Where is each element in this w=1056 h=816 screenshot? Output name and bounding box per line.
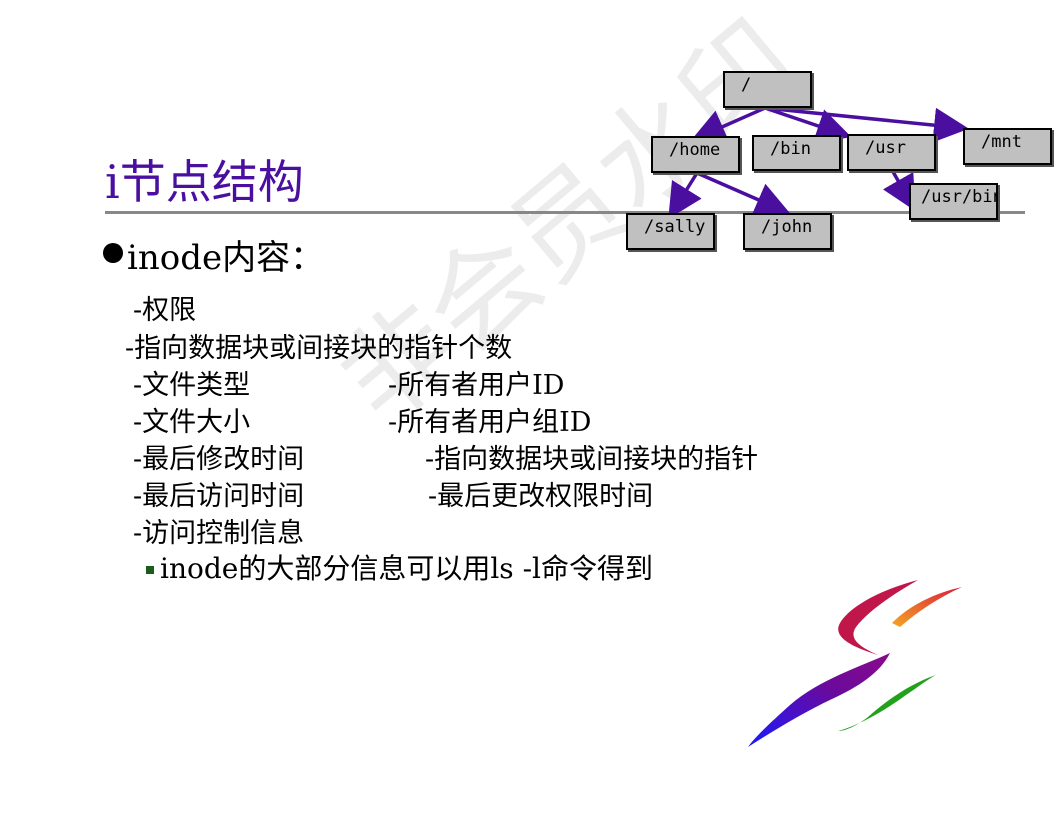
main-bullet: inode内容：	[127, 238, 325, 278]
item-block-pointers: -指向数据块或间接块的指针	[425, 444, 759, 475]
arrow-root-home	[690, 106, 766, 143]
item-ctime: -最后更改权限时间	[428, 481, 654, 512]
item-atime: -最后访问时间	[133, 481, 305, 512]
item-mtime: -最后修改时间	[133, 444, 305, 475]
tree-node-usr: /usr	[847, 134, 936, 171]
tree-node-mnt: /mnt	[963, 128, 1052, 165]
item-owner-uid: -所有者用户ID	[388, 370, 565, 401]
arrow-home-sally	[668, 172, 702, 219]
arrow-root-mnt	[764, 106, 969, 143]
item-permission: -权限	[133, 295, 197, 326]
item-pointer-count: -指向数据块或间接块的指针个数	[125, 333, 513, 364]
slide-title: i节点结构	[105, 155, 304, 209]
tree-node-usr-bin: /usr/bin	[909, 183, 998, 220]
tree-node-john: /john	[743, 213, 832, 250]
tree-node-home: /home	[651, 136, 740, 173]
tree-node-bin: /bin	[752, 135, 841, 171]
title-divider	[105, 211, 1025, 214]
bullet-icon	[103, 243, 123, 263]
item-file-type: -文件类型	[133, 370, 251, 401]
note-bullet-icon	[146, 566, 154, 574]
tree-node-root: /	[723, 71, 812, 108]
note-text: inode的大部分信息可以用ls -l命令得到	[160, 552, 653, 585]
arrow-home-john	[696, 171, 791, 216]
decorative-logo	[748, 580, 962, 747]
arrow-usr-usrbin	[882, 169, 916, 212]
item-owner-gid: -所有者用户组ID	[388, 407, 592, 438]
arrow-root-usr	[764, 106, 852, 143]
tree-node-sally: /sally	[626, 213, 715, 250]
item-file-size: -文件大小	[133, 407, 251, 438]
item-acl: -访问控制信息	[133, 518, 305, 549]
